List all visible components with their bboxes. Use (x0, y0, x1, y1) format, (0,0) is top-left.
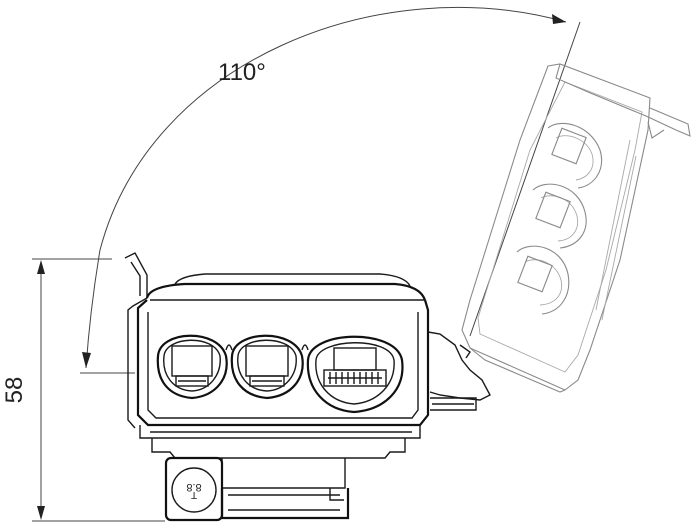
angle-arc (85, 6, 567, 369)
open-lid (461, 63, 691, 393)
lid-clamp-3-inner (524, 259, 563, 306)
lid-clamp-1 (547, 122, 602, 189)
port-1-contacts (175, 375, 209, 387)
port-2-contacts (249, 375, 285, 387)
angle-label: 110° (218, 59, 266, 86)
port-3-contact-teeth (328, 372, 382, 384)
bolt-prefix: T (191, 489, 197, 500)
lid-clamp-1-inner (555, 135, 594, 181)
height-dimension: 58 (1, 258, 165, 522)
bracket-top (151, 438, 406, 459)
left-flange (124, 252, 148, 429)
bracket-clip (329, 488, 344, 501)
body-inner-outline (147, 312, 419, 419)
port-2-inner (237, 339, 297, 392)
port-divider-1 (225, 344, 233, 351)
port-2-jack (245, 345, 289, 377)
port-1 (156, 334, 228, 400)
bolt-marking: 8.8 (186, 481, 201, 493)
lid-clamp-block-1 (551, 127, 587, 165)
top-shell (145, 282, 427, 301)
hinge-pin (430, 397, 477, 411)
lid-clamp-block-3 (517, 255, 553, 293)
bracket-bottom (220, 488, 350, 520)
hinge (427, 331, 491, 411)
port-2-outer (230, 334, 304, 400)
bolt-label-frame (164, 456, 224, 522)
port-2 (230, 334, 304, 400)
bolt-label: 8.8 T (164, 456, 224, 522)
enclosure-body (124, 252, 430, 439)
arc-arrowhead-bottom (82, 352, 91, 368)
port-3-contacts (323, 369, 387, 387)
port-divider-2 (301, 344, 309, 351)
port-3-outer (306, 335, 404, 414)
lid-outer-shell (461, 63, 651, 391)
angle-dimension: 110° (80, 6, 581, 374)
hinge-arm (459, 344, 471, 359)
lid-clamp-3 (516, 245, 570, 315)
port-1-outer (156, 334, 228, 400)
lid-latch-tip (647, 121, 665, 139)
lid-rim-line-2 (601, 155, 637, 321)
port-1-inner (163, 339, 221, 392)
port-1-jack (171, 345, 213, 377)
lid-clamp-2-inner (540, 195, 579, 242)
height-arrow-bottom (37, 506, 45, 520)
height-label: 58 (1, 377, 28, 404)
lid-inner-shell (477, 81, 643, 373)
port-3-inner (315, 342, 395, 405)
height-arrow-top (37, 260, 45, 274)
body-outline (136, 299, 430, 427)
lid-rim-line-1 (595, 139, 631, 311)
bolt-head (171, 467, 217, 513)
port-3 (306, 335, 404, 414)
lid-clamp-block-2 (535, 191, 571, 229)
angle-extension-lid (469, 21, 581, 337)
top-shell-ridge (174, 273, 411, 287)
mounting-bracket (151, 438, 406, 520)
left-flange-inner (130, 261, 141, 296)
arc-arrowhead-top (552, 14, 566, 24)
lid-clamp-2 (532, 183, 587, 249)
port-3-jack (333, 347, 377, 371)
bottom-ledge (139, 425, 421, 439)
bracket-plate (221, 458, 346, 489)
lid-latch (555, 63, 691, 137)
hinge-block (427, 331, 491, 401)
lid-hinge-side (469, 347, 566, 393)
